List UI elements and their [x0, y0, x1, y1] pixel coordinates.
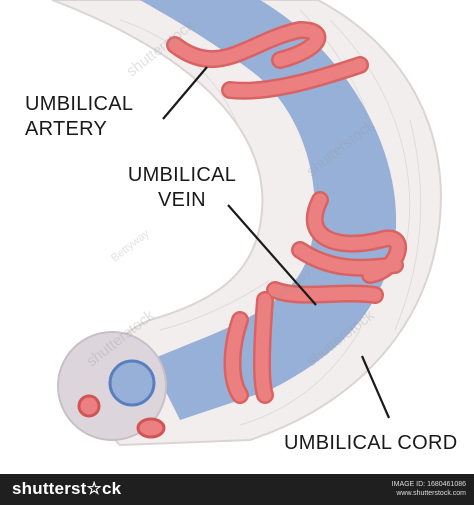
umbilical-cord-diagram: UMBILICAL ARTERY UMBILICAL VEIN UMBILICA… [25, 0, 458, 454]
umbilical-arteries [166, 21, 407, 404]
umbilical-vein-label-line1: UMBILICAL [127, 164, 237, 186]
cross-section-artery-2 [136, 417, 166, 439]
umbilical-artery-label-line2: ARTERY [25, 118, 108, 140]
umbilical-vein [140, 0, 397, 420]
footer-image-info: IMAGE ID: 1680461086 www.shutterstock.co… [392, 480, 466, 498]
cord-pointer-line [360, 355, 391, 419]
cross-section-vein [108, 359, 156, 407]
umbilical-vein-label: UMBILICAL VEIN [123, 163, 241, 213]
footer-logo: shutterst☆ck [12, 479, 122, 498]
diagram-illustration [51, 0, 442, 447]
cross-section-artery-1 [77, 394, 101, 418]
umbilical-vein-label-line2: VEIN [158, 189, 206, 211]
stock-footer-bar: shutterst☆ck IMAGE ID: 1680461086 www.sh… [0, 474, 474, 505]
footer-image-id: IMAGE ID: 1680461086 [391, 481, 466, 488]
label-pointer-lines [162, 66, 391, 419]
artery-pointer-line [162, 66, 208, 120]
vein-pointer-line [227, 204, 317, 306]
footer-site: www.shutterstock.com [396, 490, 466, 497]
cord-cross-section [57, 331, 167, 441]
umbilical-artery-label: UMBILICAL ARTERY [25, 92, 133, 142]
umbilical-artery-label-line1: UMBILICAL [25, 93, 134, 115]
umbilical-cord-label: UMBILICAL CORD [284, 432, 458, 454]
